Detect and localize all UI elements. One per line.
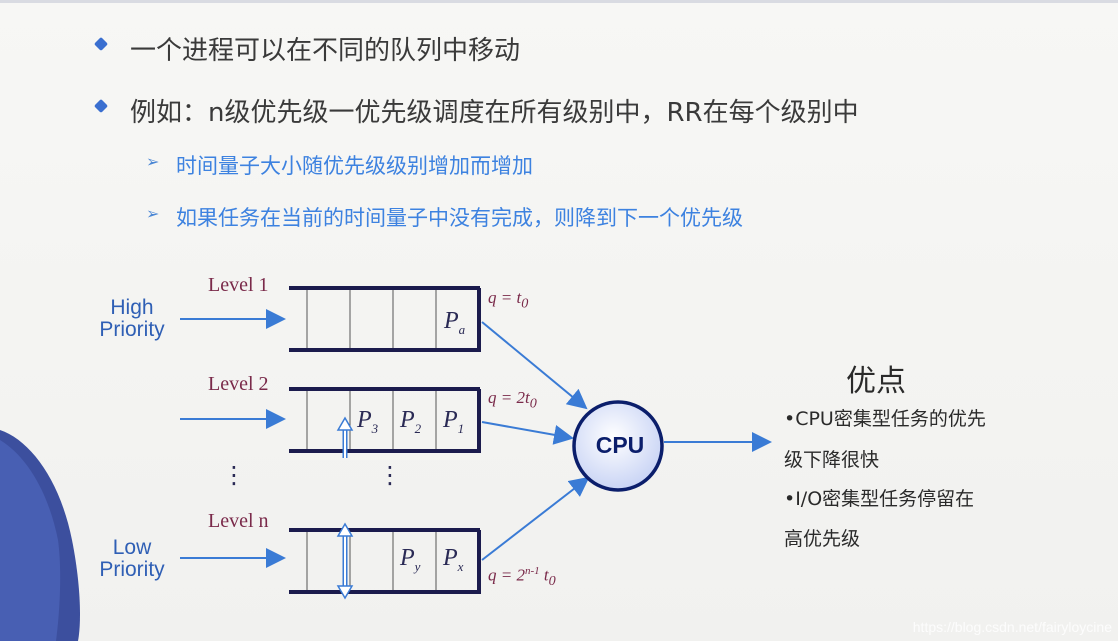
level-ellipsis-left: ⋮ (222, 461, 246, 489)
advantage-line: 级下降很快 (784, 449, 880, 471)
top-divider (0, 0, 1118, 3)
level1-to-cpu-arrow (481, 321, 588, 410)
process-cell: P3 (357, 407, 379, 436)
quantum-label-level-n: q = 2n-1 t0 (488, 565, 556, 590)
process-cell: Px (443, 545, 464, 574)
advantage-line: 高优先级 (784, 528, 861, 550)
queue-level-n (289, 528, 481, 594)
bullet-text: 例如：n级优先级一优先级调度在所有级别中，RR在每个级别中 (130, 92, 859, 129)
leveln-to-cpu-arrow (481, 476, 590, 561)
demotion-arrow-leveln (336, 522, 354, 600)
level-2-label: Level 2 (208, 373, 269, 395)
sub-bullet-arrow-icon: ➢ (146, 204, 160, 223)
high-priority-label: High Priority (94, 297, 170, 341)
level2-to-cpu-arrow (481, 421, 574, 445)
low-priority-line2: Priority (99, 558, 165, 581)
queue-level-1 (289, 286, 481, 352)
sub-bullet-text: 如果任务在当前的时间量子中没有完成，则降到下一个优先级 (176, 206, 743, 230)
bullet-text: 一个进程可以在不同的队列中移动 (130, 36, 521, 66)
high-priority-line2: Priority (99, 318, 165, 341)
sub-bullet-arrow-icon: ➢ (146, 152, 160, 171)
quantum-label-level-2: q = 2t0 (488, 388, 537, 412)
cpu-label: CPU (595, 432, 645, 458)
bullet-body: n级优先级一优先级调度在所有级别中，RR在每个级别中 (208, 98, 859, 128)
queue-level-2 (289, 387, 481, 453)
quantum-label-level-1: q = t0 (488, 288, 529, 312)
level-ellipsis-center: ⋮ (378, 461, 402, 489)
advantages-title: 优点 (846, 364, 906, 399)
advantage-line: •CPU密集型任务的优先 (784, 408, 986, 430)
advantage-line: •I/O密集型任务停留在 (784, 488, 975, 510)
low-priority-line1: Low (112, 536, 152, 559)
high-priority-line1: High (110, 296, 154, 319)
process-cell: P2 (400, 407, 422, 436)
process-cell: P1 (443, 407, 465, 436)
cpu-circle (572, 400, 664, 492)
demotion-arrow-level2 (336, 416, 354, 458)
level-n-label: Level n (208, 510, 269, 532)
watermark: https://blog.csdn.net/fairyloycine (912, 619, 1112, 635)
process-cell: Py (400, 545, 421, 574)
process-cell: Pa (444, 308, 466, 337)
bullet-prefix: 例如： (130, 98, 209, 128)
level-1-label: Level 1 (208, 274, 269, 296)
sub-bullet-text: 时间量子大小随优先级级别增加而增加 (176, 154, 533, 178)
low-priority-label: Low Priority (94, 537, 170, 581)
